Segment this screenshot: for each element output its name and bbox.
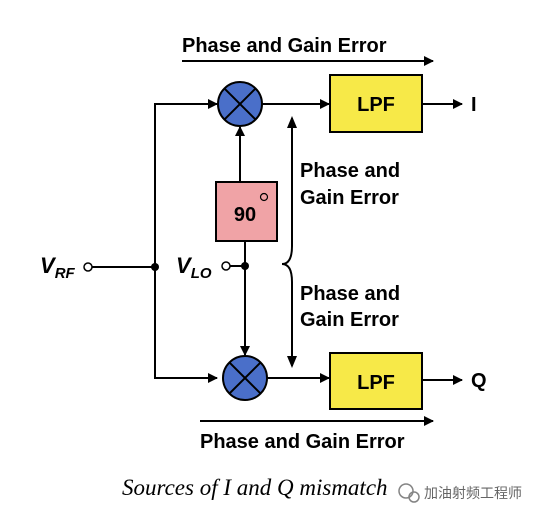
brace-top-arrowhead <box>287 116 297 128</box>
rf-input-port <box>83 262 93 272</box>
phase-shifter-label: 90 <box>234 204 256 226</box>
output-i-label: I <box>471 94 477 116</box>
brace-bottom-arrowhead <box>287 356 297 368</box>
lpf-bottom-label: LPF <box>357 372 395 394</box>
error-brace <box>281 118 293 366</box>
degree-symbol <box>259 192 269 202</box>
phase-shifter-block <box>215 181 278 242</box>
phase-gain-error-top-label: Phase and Gain Error <box>182 35 387 57</box>
lpf-top-block <box>329 74 423 133</box>
rf-input-label: VRF <box>40 253 76 282</box>
phase-gain-error-bottom-label: Phase and Gain Error <box>200 431 405 453</box>
wechat-icon <box>398 483 414 499</box>
rf-to-top-mixer-path <box>154 99 218 267</box>
lpf-top-label: LPF <box>357 94 395 116</box>
lo-input-label: VLO <box>176 253 212 282</box>
figure-caption: Sources of I and Q mismatch <box>122 475 388 500</box>
rf-to-bottom-mixer-path <box>154 267 218 383</box>
watermark: 加油射频工程师 <box>398 483 522 503</box>
bottom-mixer <box>222 355 268 401</box>
top-mixer <box>217 81 263 127</box>
lo-input-port <box>221 261 231 271</box>
output-q-label: Q <box>471 370 487 392</box>
lpf-bottom-block <box>329 352 423 410</box>
watermark-text: 加油射频工程师 <box>424 486 522 502</box>
